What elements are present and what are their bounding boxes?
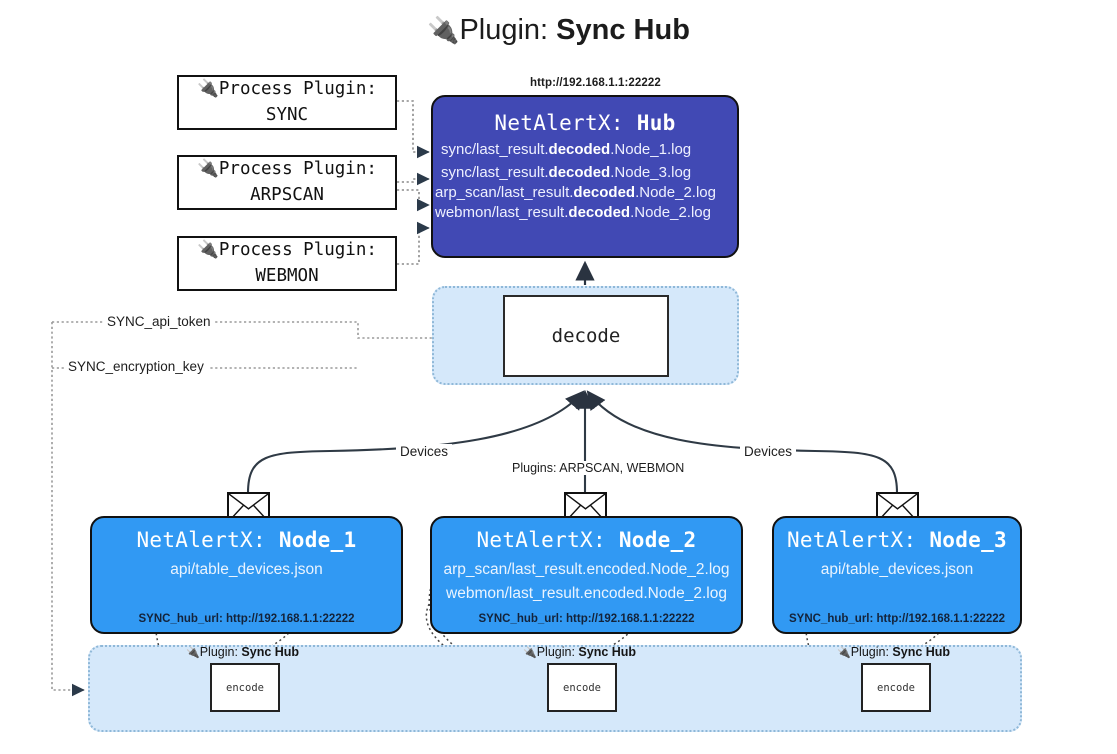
hub-log-line: sync/last_result.decoded.Node_3.log (441, 164, 692, 181)
process-plugin-sync[interactable]: 🔌Process Plugin: SYNC (177, 75, 397, 130)
hub-log-line: sync/last_result.decoded.Node_1.log (441, 141, 692, 158)
electric-plug-icon: 🔌 (197, 79, 219, 100)
process-plugin-webmon-line1: 🔌Process Plugin: (197, 240, 377, 261)
process-plugin-arpscan-line1: 🔌Process Plugin: (197, 159, 377, 180)
electric-plug-icon: 🔌 (523, 647, 537, 659)
electric-plug-icon: 🔌 (837, 647, 851, 659)
encode-box[interactable]: encode (210, 663, 280, 712)
process-plugin-webmon[interactable]: 🔌Process Plugin: WEBMON (177, 236, 397, 291)
node-hub-url: SYNC_hub_url: http://192.168.1.1:22222 (138, 613, 355, 625)
hub-title: NetAlertX: Hub (494, 111, 676, 135)
node-hub-url: SYNC_hub_url: http://192.168.1.1:22222 (478, 613, 695, 625)
node-log-line: arp_scan/last_result.encoded.Node_2.log (443, 561, 730, 578)
page-title-name: Sync Hub (556, 14, 690, 46)
electric-plug-icon: 🔌 (197, 240, 219, 261)
edge-label-plugins-center: Plugins: ARPSCAN, WEBMON (508, 461, 689, 475)
page-title: 🔌Plugin: Sync Hub (0, 14, 1117, 47)
sync-api-token-label: SYNC_api_token (103, 314, 215, 329)
node-title: NetAlertX: Node_1 (136, 528, 357, 552)
encode-plugin-label: 🔌Plugin: Sync Hub (186, 645, 300, 659)
node-hub-url: SYNC_hub_url: http://192.168.1.1:22222 (788, 613, 1006, 625)
edge-label-devices-right: Devices (740, 444, 797, 459)
node-card-node-1[interactable]: NetAlertX: Node_1 api/table_devices.json… (90, 516, 403, 634)
node-card-node-3[interactable]: NetAlertX: Node_3 api/table_devices.json… (772, 516, 1022, 634)
encode-box[interactable]: encode (861, 663, 931, 712)
process-plugin-sync-line1: 🔌Process Plugin: (197, 79, 377, 100)
process-plugin-webmon-line2: WEBMON (255, 265, 319, 286)
hub-log-line: webmon/last_result.decoded.Node_2.log (435, 204, 711, 221)
encode-plugin-label: 🔌Plugin: Sync Hub (523, 645, 637, 659)
hub-log-line: arp_scan/last_result.decoded.Node_2.log (435, 184, 716, 201)
node-title: NetAlertX: Node_3 (786, 528, 1008, 552)
node-title: NetAlertX: Node_2 (476, 528, 697, 552)
node-card-node-2[interactable]: NetAlertX: Node_2 arp_scan/last_result.e… (430, 516, 743, 634)
hub-url-label: http://192.168.1.1:22222 (530, 77, 661, 89)
electric-plug-icon: 🔌 (197, 159, 219, 180)
decode-box[interactable]: decode (503, 295, 669, 377)
electric-plug-icon: 🔌 (186, 647, 200, 659)
node-log-line: api/table_devices.json (170, 561, 323, 578)
electric-plug-icon: 🔌 (427, 15, 460, 45)
process-plugin-arpscan-line2: ARPSCAN (250, 184, 324, 205)
encode-box[interactable]: encode (547, 663, 617, 712)
edge-label-devices-left: Devices (396, 444, 453, 459)
process-plugin-arpscan[interactable]: 🔌Process Plugin: ARPSCAN (177, 155, 397, 210)
encode-plugin-label: 🔌Plugin: Sync Hub (837, 645, 951, 659)
node-log-line: api/table_devices.json (820, 561, 974, 578)
hub-card[interactable]: NetAlertX: Hub sync/last_result.decoded.… (431, 95, 739, 258)
process-plugin-sync-line2: SYNC (265, 104, 309, 125)
page-title-prefix: Plugin: (459, 14, 557, 46)
sync-encryption-key-label: SYNC_encryption_key (64, 359, 208, 374)
node-log-line: webmon/last_result.encoded.Node_2.log (446, 585, 727, 602)
